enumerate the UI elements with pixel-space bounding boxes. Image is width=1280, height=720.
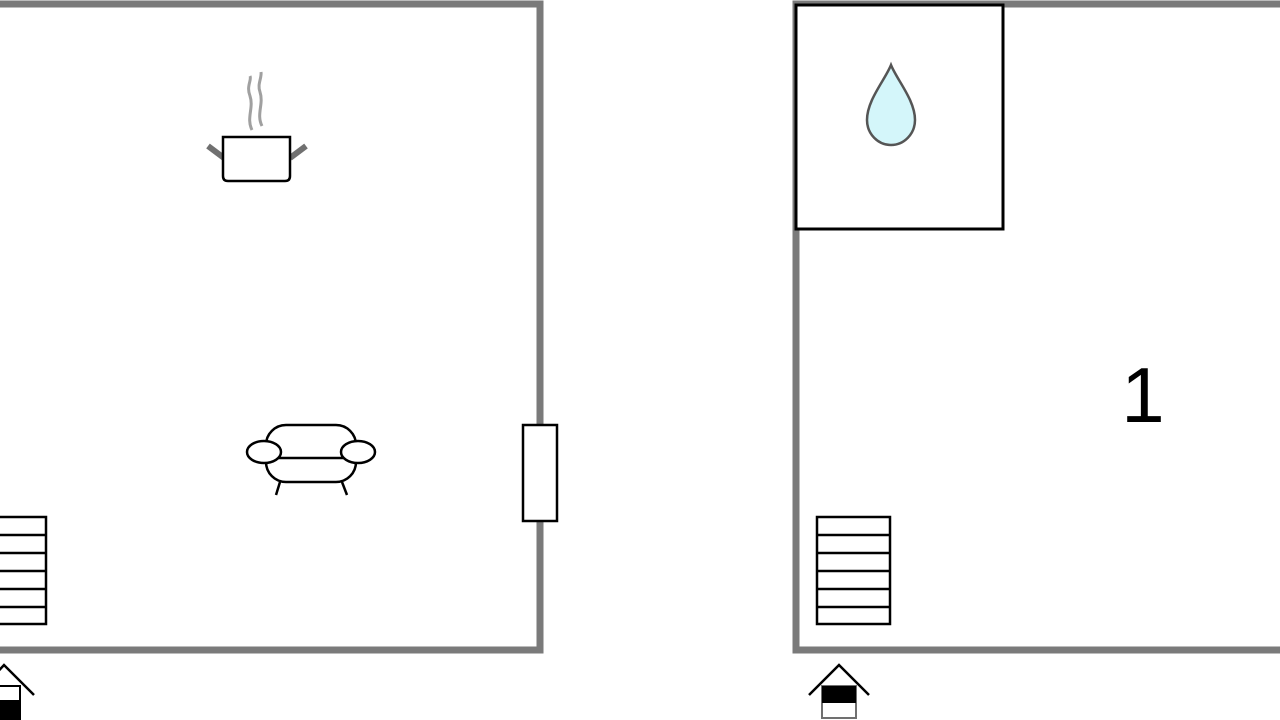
stairs-icon (0, 515, 48, 626)
wall-outline (792, 0, 1280, 654)
sofa-icon (245, 423, 377, 496)
window (521, 423, 559, 523)
floor-indicator-icon (808, 663, 870, 719)
cooking-pot-icon (206, 71, 308, 183)
room-number: 1 (1121, 351, 1164, 439)
water-drop-icon (865, 61, 917, 147)
floor-indicator-icon (0, 663, 35, 720)
floor-left (0, 0, 559, 720)
floor-right: 1 (792, 0, 1280, 719)
wall-outline (0, 0, 544, 654)
stairs-icon (815, 515, 892, 626)
